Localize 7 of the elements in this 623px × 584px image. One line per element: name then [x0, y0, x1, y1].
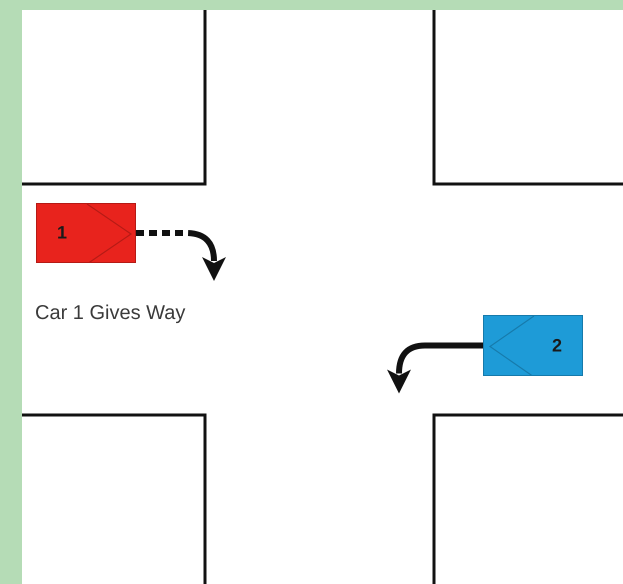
arrow — [136, 230, 226, 281]
caption-text: Car 1 Gives Way — [35, 302, 186, 325]
car — [36, 203, 136, 263]
car-number: 1 — [57, 222, 68, 244]
arrow — [387, 342, 483, 394]
car-number: 2 — [552, 335, 562, 356]
car — [483, 315, 583, 376]
